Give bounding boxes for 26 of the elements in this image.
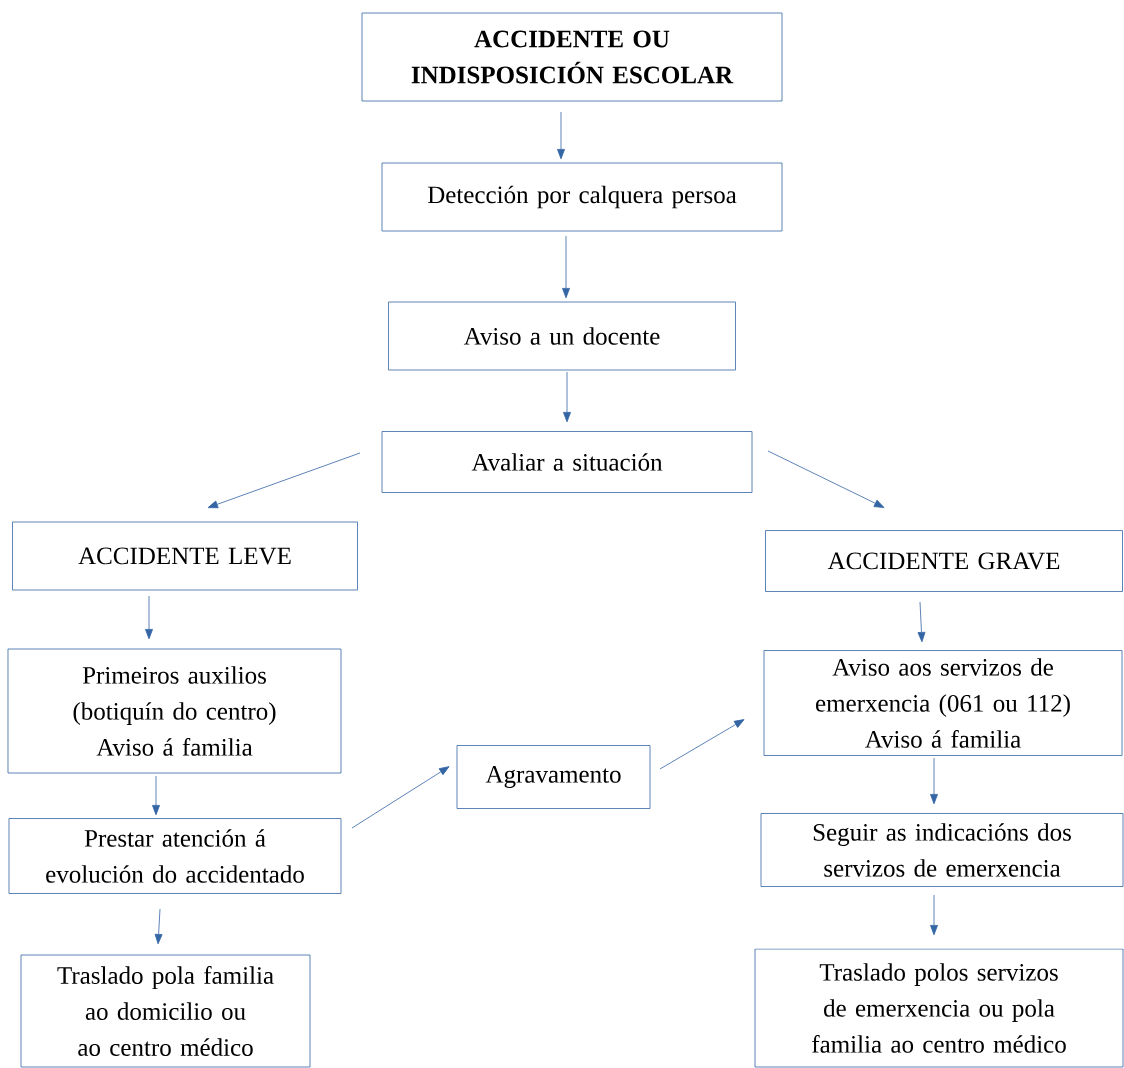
arrow xyxy=(154,908,163,945)
process-box: ACCIDENTE GRAVE xyxy=(765,530,1123,592)
arrow xyxy=(563,371,571,423)
arrow xyxy=(562,235,570,299)
process-box: Agravamento xyxy=(456,745,651,809)
arrow xyxy=(930,757,938,805)
process-box: Prestar atención á evolución do accidentado xyxy=(8,818,342,894)
arrow xyxy=(557,111,565,160)
arrow xyxy=(767,450,885,508)
process-box: Detección por calquera persoa xyxy=(381,162,783,232)
arrow xyxy=(930,894,938,936)
process-box: Traslado pola familia ao domicilio ou ao centro médico xyxy=(20,954,311,1068)
arrow xyxy=(207,452,361,509)
process-box: ACCIDENTE LEVE xyxy=(12,521,358,591)
process-box: Avaliar a situación xyxy=(381,431,753,493)
process-box: Aviso aos servizos de emerxencia (061 ou 112) Aviso á familia xyxy=(763,650,1123,756)
arrow xyxy=(152,775,160,816)
process-box: Aviso a un docente xyxy=(388,301,736,371)
arrow xyxy=(145,595,153,640)
process-box: Seguir as indicacións dos servizos de emerxencia xyxy=(760,813,1124,887)
process-box: Primeiros auxilios (botiquín do centro) Aviso á familia xyxy=(7,648,342,774)
arrow xyxy=(659,719,745,770)
arrow xyxy=(917,601,926,643)
process-box: Traslado polos servizos de emerxencia ou pola familia ao centro médico xyxy=(754,948,1124,1068)
arrow xyxy=(351,766,450,829)
process-box: ACCIDENTE OU INDISPOSICIÓN ESCOLAR xyxy=(361,12,783,102)
